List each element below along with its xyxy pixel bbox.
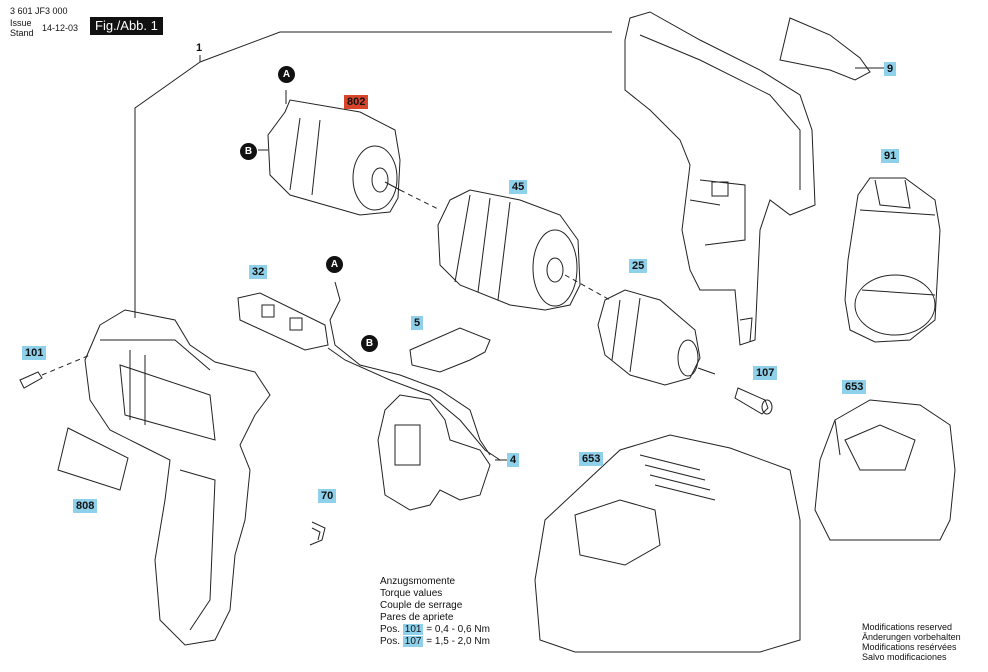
torque-row-value: = 0,4 - 0,6 Nm [426,624,490,635]
connector-b-wire: B [361,335,378,352]
part-label-70: 70 [318,489,337,503]
label-part [57,427,129,491]
charger-large-part [534,434,801,653]
torque-row-part: 107 [402,636,424,647]
part-label-653-large: 653 [579,452,604,466]
connector-a-motor: A [278,66,295,83]
part-label-5: 5 [411,316,424,330]
modifications-de: Änderungen vorbehalten [862,632,961,642]
chuck-part [597,289,716,386]
part-label-9: 9 [884,62,897,76]
modifications-note: Modifications reserved Änderungen vorbeh… [862,622,961,662]
assembly-leader [134,31,612,318]
part-label-802: 802 [344,95,369,109]
connector-b-motor: B [240,143,257,160]
housing-screw-part [19,354,91,389]
document-number: 3 601 JF3 000 [10,6,68,16]
stand-label: Stand [10,28,34,38]
nameplate-part [779,17,885,81]
modifications-en: Modifications reserved [862,622,953,632]
modifications-es: Salvo modificaciones [862,652,947,662]
part-label-653-small: 653 [842,380,867,394]
modifications-fr: Modifications resérvées [862,642,957,652]
switch-cover-part [409,327,491,373]
charger-small-part [814,399,956,541]
torque-row-prefix: Pos. [380,624,401,635]
figure-label: Fig./Abb. 1 [90,17,163,35]
wiring-part [327,281,501,461]
clip-part [309,521,326,546]
housing-half-left [84,309,271,646]
brush-holder-part [237,292,329,351]
part-label-4: 4 [507,453,520,467]
part-label-1: 1 [196,42,203,54]
torque-heading-de: Anzugsmomente [380,576,456,587]
torque-row-107: Pos. 107 = 1,5 - 2,0 Nm [380,636,490,648]
part-label-91: 91 [881,149,900,163]
part-label-25: 25 [629,259,648,273]
issue-date: 14-12-03 [42,23,79,33]
torque-heading-fr: Couple de serrage [380,600,463,611]
motor-part [258,90,441,216]
battery-pack-part [844,177,941,343]
part-label-32: 32 [249,265,268,279]
torque-heading-es: Pares de apriete [380,612,454,623]
housing-half-right [624,11,816,346]
part-label-45: 45 [509,180,528,194]
torque-row-part: 101 [402,624,424,635]
chuck-screw-part [734,387,773,415]
torque-values-block: Anzugsmomente Torque values Couple de se… [380,576,490,648]
switch-part [377,394,510,511]
torque-heading-en: Torque values [380,588,443,599]
part-label-808: 808 [73,499,98,513]
gearbox-part [437,189,611,311]
torque-row-value: = 1,5 - 2,0 Nm [426,636,490,647]
part-label-101: 101 [22,346,47,360]
torque-row-prefix: Pos. [380,636,401,647]
part-label-107: 107 [753,366,778,380]
issue-label: Issue [10,18,32,28]
connector-a-wire: A [326,256,343,273]
torque-row-101: Pos. 101 = 0,4 - 0,6 Nm [380,624,490,636]
